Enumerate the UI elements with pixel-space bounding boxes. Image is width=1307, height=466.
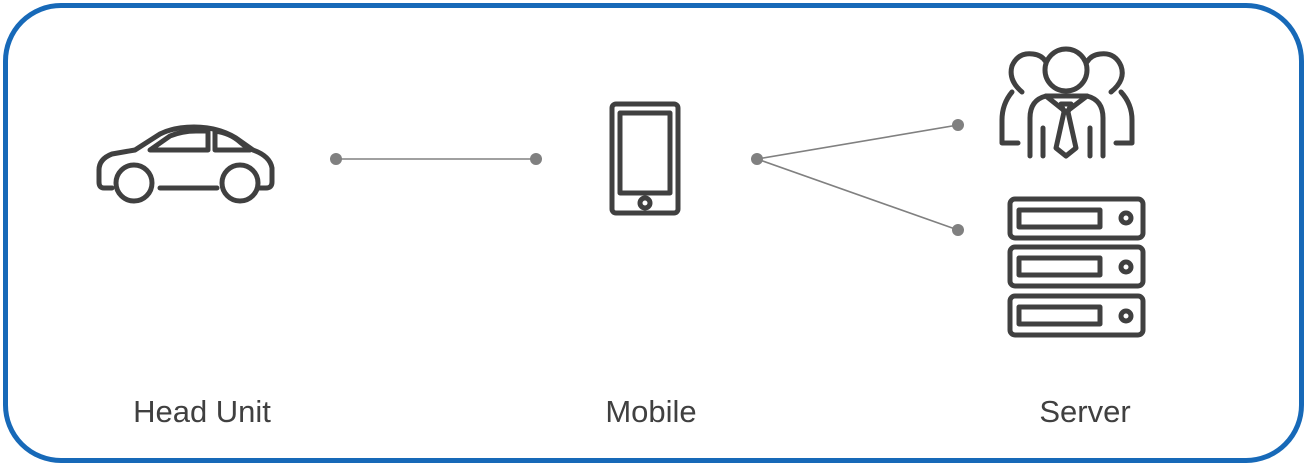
server-label: Server: [1039, 394, 1131, 429]
connector-endpoint: [751, 153, 763, 165]
mobile-label: Mobile: [605, 394, 697, 429]
connector-mobile-users: [756, 119, 964, 160]
connector-endpoint: [530, 153, 542, 165]
smartphone-icon: [609, 101, 681, 216]
connector-endpoint: [952, 224, 964, 236]
connector-endpoint: [952, 119, 964, 131]
connector-mobile-server: [756, 158, 964, 236]
connector-headunit-mobile: [330, 153, 542, 165]
diagram-frame: [3, 3, 1304, 463]
users-group-icon: [999, 46, 1135, 159]
head-unit-label: Head Unit: [133, 394, 271, 429]
server-rack-icon: [1007, 196, 1146, 338]
car-icon: [96, 124, 275, 204]
connector-endpoint: [330, 153, 342, 165]
